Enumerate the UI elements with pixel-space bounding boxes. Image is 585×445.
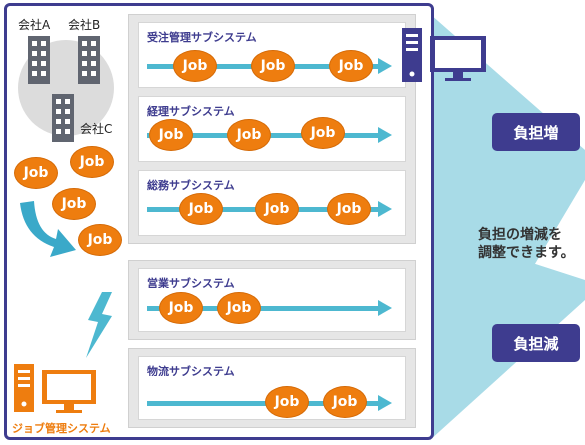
job-bubble: Job — [255, 193, 299, 225]
job-bubble: Job — [78, 224, 122, 256]
company-b-label: 会社B — [68, 18, 101, 32]
job-bubble: Job — [251, 50, 295, 82]
monitor-icon — [42, 370, 96, 413]
subsystem-card: 経理サブシステム Job Job Job — [138, 96, 406, 162]
job-bubble: Job — [52, 188, 96, 220]
subsystem-title: 経理サブシステム — [147, 105, 235, 118]
job-bubble: Job — [217, 292, 261, 324]
subsystem-card: 総務サブシステム Job Job Job — [138, 170, 406, 236]
job-bubble: Job — [14, 157, 58, 189]
job-management-label: ジョブ管理システム — [12, 422, 111, 435]
subsystem-server-icons — [402, 28, 486, 82]
note-line-2: 調整できます。 — [478, 245, 575, 261]
subsystem-title: 営業サブシステム — [147, 277, 235, 290]
flow-arrowhead — [378, 201, 392, 217]
job-bubble: Job — [179, 193, 223, 225]
monitor-icon — [430, 36, 486, 81]
job-bubble: Job — [323, 386, 367, 418]
subsystem-card-body: Job Job — [138, 288, 406, 332]
flow-line — [147, 401, 379, 406]
load-decrease-badge: 負担減 — [492, 324, 580, 362]
job-management-icons — [14, 364, 96, 413]
server-icon — [14, 364, 34, 412]
building-icon — [28, 36, 50, 84]
company-cluster — [18, 36, 114, 142]
note-line-1: 負担の増減を — [478, 227, 562, 243]
job-bubble: Job — [227, 119, 271, 151]
job-bubble: Job — [301, 117, 345, 149]
subsystem-title: 物流サブシステム — [147, 365, 235, 378]
job-bubble: Job — [329, 50, 373, 82]
job-bubble: Job — [149, 119, 193, 151]
flow-arrowhead — [378, 300, 392, 316]
subsystem-title: 受注管理サブシステム — [147, 31, 257, 44]
job-bubble: Job — [265, 386, 309, 418]
subsystem-card: 受注管理サブシステム Job Job Job — [138, 22, 406, 88]
job-bubble: Job — [327, 193, 371, 225]
server-icon — [402, 28, 422, 82]
subsystem-title: 総務サブシステム — [147, 179, 235, 192]
flow-arrowhead — [378, 127, 392, 143]
company-c-label: 会社C — [80, 122, 113, 136]
flow-arrowhead — [378, 58, 392, 74]
subsystem-card-body: Job Job — [138, 376, 406, 420]
job-bubble: Job — [173, 50, 217, 82]
flow-arrowhead — [378, 395, 392, 411]
flow-line — [147, 306, 379, 311]
job-bubble: Job — [159, 292, 203, 324]
curved-arrow-icon — [20, 201, 76, 257]
lightning-icon — [86, 292, 112, 358]
load-increase-badge: 負担増 — [492, 113, 580, 151]
company-a-label: 会社A — [18, 18, 51, 32]
building-icon — [78, 36, 100, 84]
building-icon — [52, 94, 74, 142]
job-bubble: Job — [70, 146, 114, 178]
